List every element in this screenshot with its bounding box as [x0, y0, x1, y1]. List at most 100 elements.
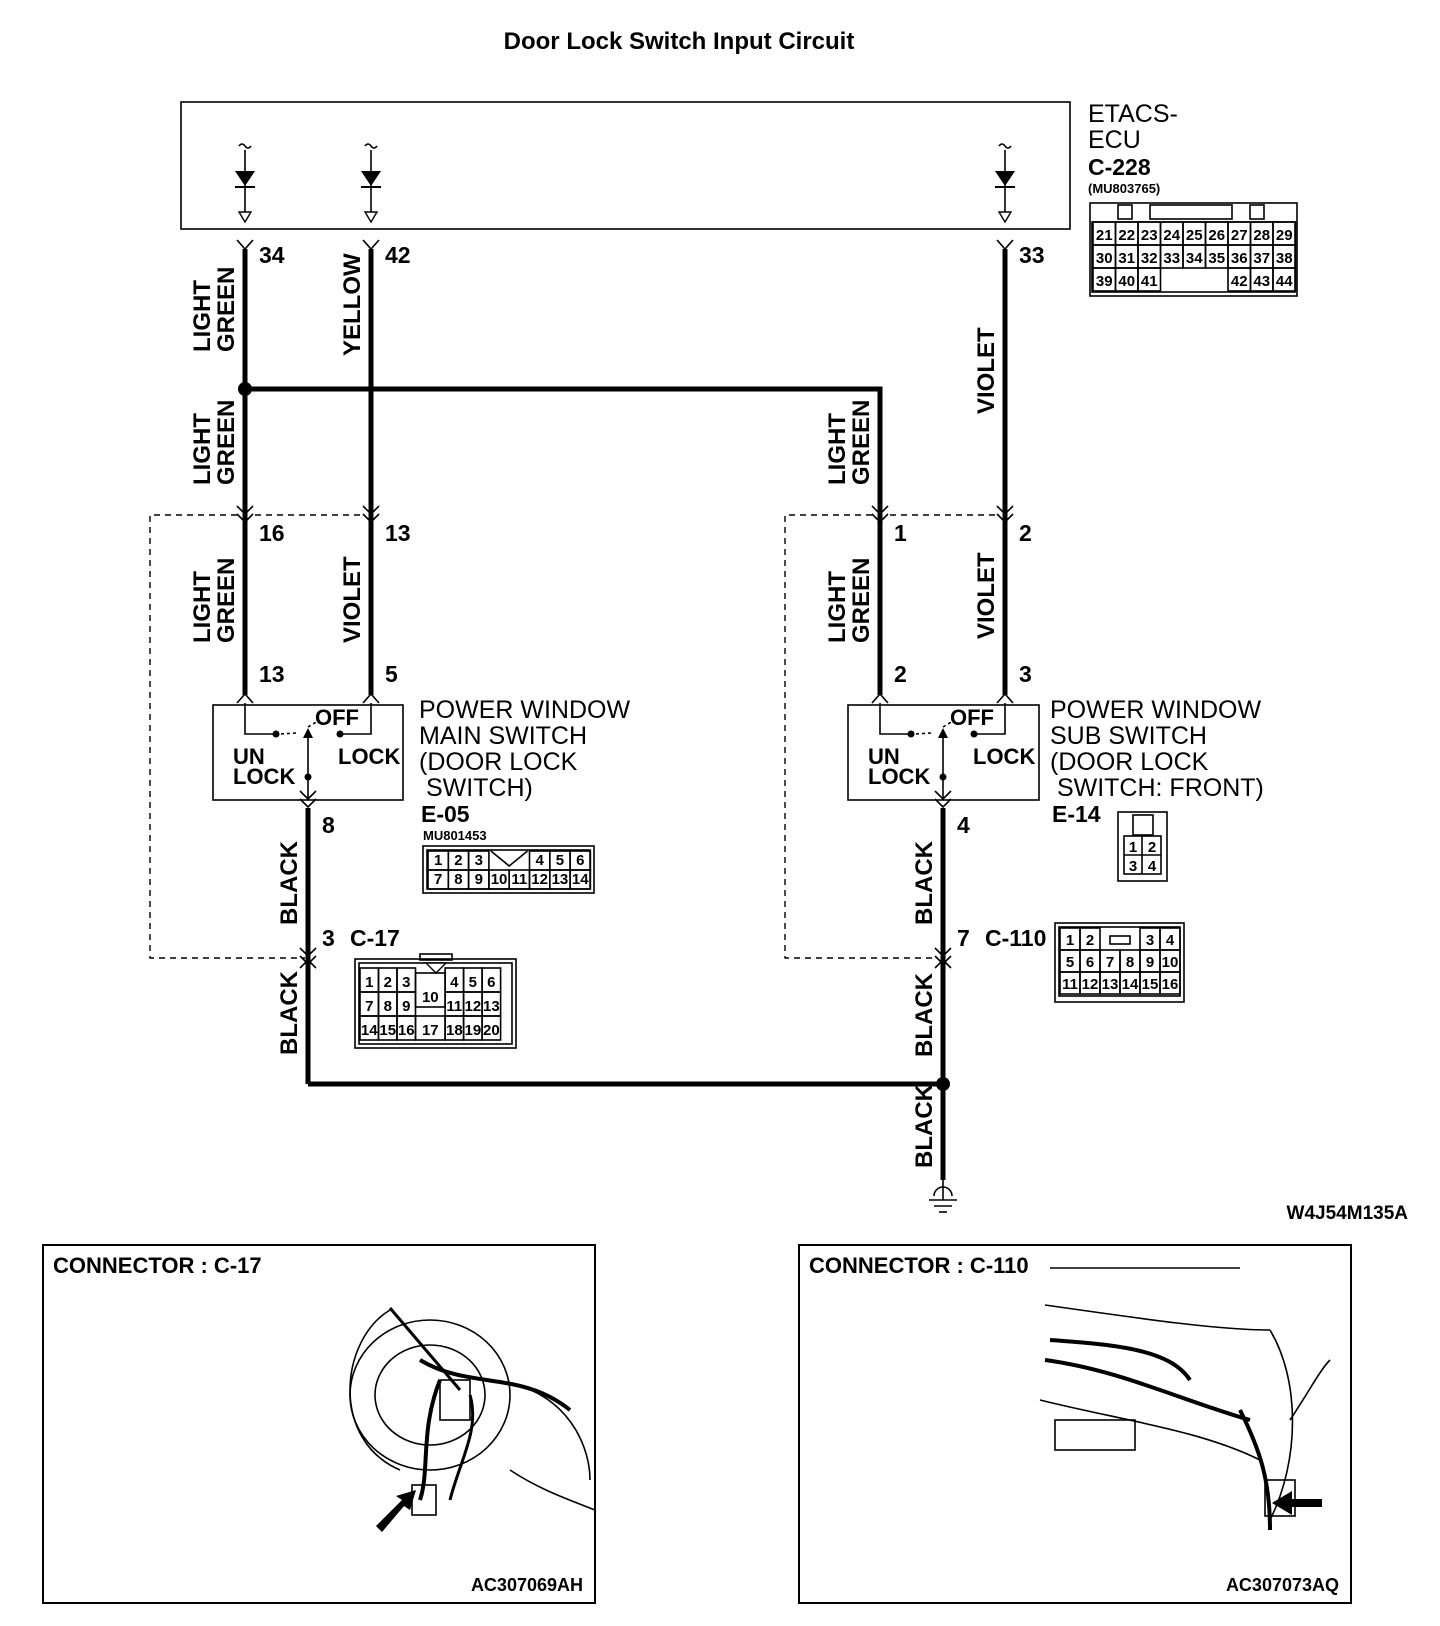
- main-switch-box: [212, 692, 404, 801]
- e14-pin-4: 4: [1148, 858, 1157, 875]
- ground-splice: [936, 1077, 950, 1091]
- ecu-diode-42: [361, 143, 381, 224]
- sub-switch-off-label: OFF: [950, 705, 994, 730]
- splice-point: [238, 382, 252, 396]
- ecu-part-number: (MU803765): [1088, 181, 1160, 196]
- c17-pin-4: 4: [450, 974, 459, 991]
- e05-pin-8: 8: [454, 871, 462, 888]
- panel-c110-title: CONNECTOR : C-110: [809, 1253, 1029, 1278]
- connector-panel-c110: CONNECTOR : C-110 AC307073AQ: [798, 1244, 1352, 1604]
- e05-pin-4: 4: [535, 852, 544, 869]
- c17-pin-11: 11: [446, 998, 462, 1015]
- label-black-5: BLACK: [911, 1083, 938, 1168]
- ecu-pin-41-cell: [1137, 267, 1162, 292]
- main-switch-unlock-l2: LOCK: [233, 764, 295, 789]
- connector-mark-13: [362, 505, 380, 524]
- ecu-pin-24: 24: [1163, 227, 1180, 244]
- pin-13-harness: 13: [385, 520, 411, 546]
- connector-mark-4: [934, 790, 952, 809]
- connector-mark-34: [236, 239, 254, 251]
- diagram-title: Door Lock Switch Input Circuit: [504, 28, 855, 55]
- pin-3: 3: [1019, 661, 1032, 687]
- c17-pin-3: 3: [322, 925, 335, 951]
- panel-c17-title: CONNECTOR : C-17: [53, 1253, 262, 1278]
- c17-pin-1: 1: [365, 974, 373, 991]
- e05-pin-14: 14: [572, 871, 589, 888]
- label-light-green-5: LIGHT GREEN: [824, 558, 875, 643]
- svg-text:GREEN: GREEN: [213, 558, 240, 643]
- ecu-pin-23: 23: [1141, 227, 1158, 244]
- c17-pin-3: 3: [402, 974, 410, 991]
- ecu-connector-id: C-228: [1088, 154, 1151, 180]
- c110-pin-2: 2: [1086, 932, 1094, 949]
- c17-pin-13: 13: [483, 998, 500, 1015]
- connector-mark-c17: [299, 947, 317, 969]
- main-switch-connector-id: E-05: [421, 801, 470, 827]
- ecu-pin-22: 22: [1118, 227, 1135, 244]
- label-light-green-2: LIGHT GREEN: [189, 400, 240, 485]
- ecu-pin-28: 28: [1253, 227, 1270, 244]
- ecu-pin-42: 42: [385, 242, 411, 268]
- ecu-pin-32: 32: [1141, 250, 1158, 267]
- svg-text:GREEN: GREEN: [848, 558, 875, 643]
- pin-1: 1: [894, 520, 907, 546]
- sub-switch-label-2: SUB SWITCH: [1050, 722, 1207, 750]
- ecu-pin-33: 33: [1163, 250, 1180, 267]
- connector-mark-33: [996, 239, 1014, 251]
- ecu-pin-33: 33: [1019, 242, 1045, 268]
- e05-pin-12: 12: [531, 871, 548, 888]
- ecu-pin-36: 36: [1231, 250, 1248, 267]
- c17-pin-9: 9: [402, 998, 410, 1015]
- svg-text:GREEN: GREEN: [848, 400, 875, 485]
- ecu-diode-33: [995, 143, 1015, 224]
- connector-panel-c17: CONNECTOR : C-17 AC307069AH: [42, 1244, 596, 1604]
- ecu-pin-43: 43: [1253, 273, 1270, 290]
- c17-pin-17: 17: [422, 1022, 439, 1039]
- ecu-pin-25: 25: [1186, 227, 1203, 244]
- c110-pin-3: 3: [1146, 932, 1154, 949]
- sub-switch-label-1: POWER WINDOW: [1050, 696, 1261, 724]
- c110-pin-7: 7: [957, 925, 970, 951]
- main-switch-off-label: OFF: [315, 705, 359, 730]
- c17-pin-6: 6: [487, 974, 495, 991]
- ground-symbol: [929, 1180, 957, 1213]
- c17-pin-15: 15: [379, 1022, 396, 1039]
- svg-text:GREEN: GREEN: [213, 267, 240, 352]
- label-light-green-4: LIGHT GREEN: [189, 558, 240, 643]
- label-light-green-3: LIGHT GREEN: [824, 400, 875, 485]
- label-black-2: BLACK: [911, 840, 938, 925]
- c110-pin-12: 12: [1082, 976, 1099, 993]
- pin-2-switch: 2: [894, 661, 907, 687]
- connector-mark-42: [362, 239, 380, 251]
- panel-c110-code: AC307073AQ: [1226, 1575, 1339, 1595]
- label-black-3: BLACK: [276, 970, 303, 1055]
- e05-pin-9: 9: [475, 871, 483, 888]
- c17-pin-18: 18: [446, 1022, 463, 1039]
- sub-switch-label-4: SWITCH: FRONT): [1050, 774, 1264, 802]
- ecu-pin-39: 39: [1096, 273, 1113, 290]
- c110-connector-id: C-110: [985, 925, 1046, 951]
- label-violet-3: VIOLET: [973, 552, 1000, 639]
- e05-keyway: [490, 850, 529, 868]
- e05-pin-2: 2: [454, 852, 462, 869]
- c17-pin-20: 20: [483, 1022, 500, 1039]
- ecu-pin-44: 44: [1276, 273, 1293, 290]
- c17-pin-5: 5: [469, 974, 477, 991]
- e05-pin-11: 11: [511, 871, 527, 888]
- c17-connector-id: C-17: [350, 925, 400, 951]
- svg-text:LIGHT: LIGHT: [824, 571, 851, 643]
- pin-16: 16: [259, 520, 285, 546]
- arrow-icon: [376, 1490, 416, 1532]
- label-black-4: BLACK: [911, 972, 938, 1057]
- ecu-name-line2: ECU: [1088, 126, 1141, 154]
- c110-pin-7: 7: [1106, 954, 1114, 971]
- e05-pin-10: 10: [491, 871, 508, 888]
- ecu-pin-34: 34: [259, 242, 285, 268]
- e05-pin-14-cell: [569, 869, 592, 890]
- svg-text:LIGHT: LIGHT: [189, 280, 216, 352]
- e14-pin-2: 2: [1148, 839, 1156, 856]
- c110-pin-16: 16: [1162, 976, 1179, 993]
- sub-switch-lock-label: LOCK: [973, 744, 1035, 769]
- ecu-pin-26: 26: [1208, 227, 1225, 244]
